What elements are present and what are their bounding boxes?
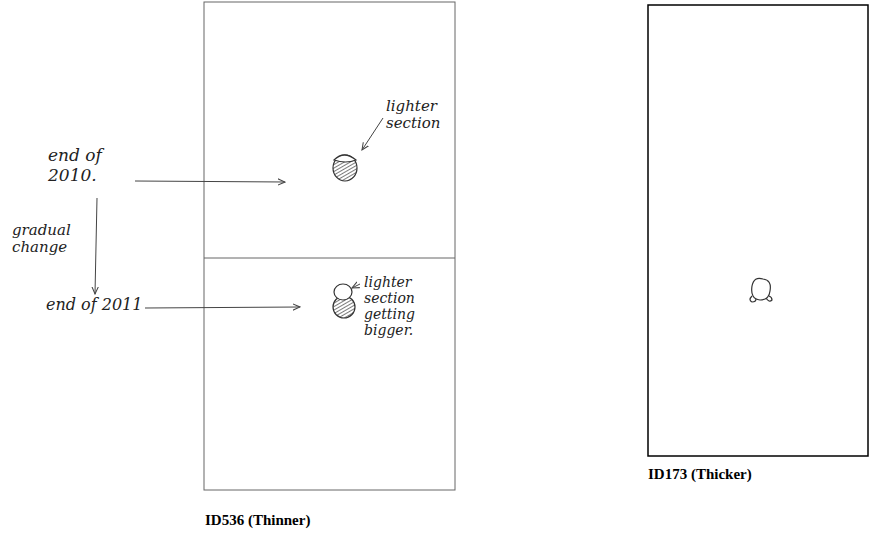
- time-note: gradual change: [12, 222, 74, 257]
- pointer-arrow: [145, 307, 300, 308]
- time-arrow: [95, 198, 97, 294]
- blob-thick: [750, 278, 772, 302]
- time-note: end of 2011: [46, 296, 144, 314]
- figure-caption: ID536 (Thinner): [205, 512, 310, 529]
- blob-2010: [333, 155, 357, 181]
- leader-arrow: [352, 284, 360, 288]
- panel-divider: [204, 258, 455, 259]
- pointer-arrow: [135, 181, 285, 182]
- time-note: end of 2010.: [48, 146, 120, 185]
- figure-caption: ID173 (Thicker): [648, 466, 752, 483]
- blob-2011: [333, 284, 355, 318]
- panel-frame: [204, 2, 455, 490]
- leader-arrow: [362, 118, 383, 150]
- annotation: lighter section: [386, 98, 452, 133]
- annotation: lighter section getting bigger.: [364, 274, 452, 338]
- panel-frame: [648, 5, 868, 456]
